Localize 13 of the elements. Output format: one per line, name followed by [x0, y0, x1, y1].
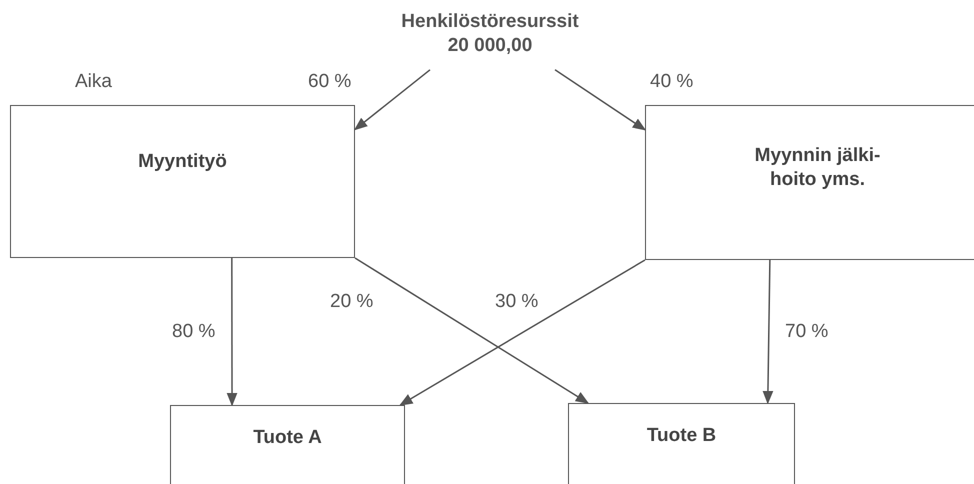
arrow [354, 69, 430, 130]
arrow [554, 69, 646, 131]
arrow [354, 257, 590, 404]
heading-line: Henkilöstöresurssit [401, 10, 579, 34]
arrow [399, 259, 646, 406]
arrow [226, 258, 238, 406]
process-box: Tuote A [170, 405, 405, 484]
arrow [762, 260, 774, 404]
process-box: Myyntityö [10, 105, 355, 258]
process-box: Tuote B [568, 403, 795, 484]
heading-line: 20 000,00 [448, 34, 532, 58]
process-box: Myynnin jälki- hoito yms. [645, 105, 974, 260]
axis-note: Aika [75, 70, 112, 94]
